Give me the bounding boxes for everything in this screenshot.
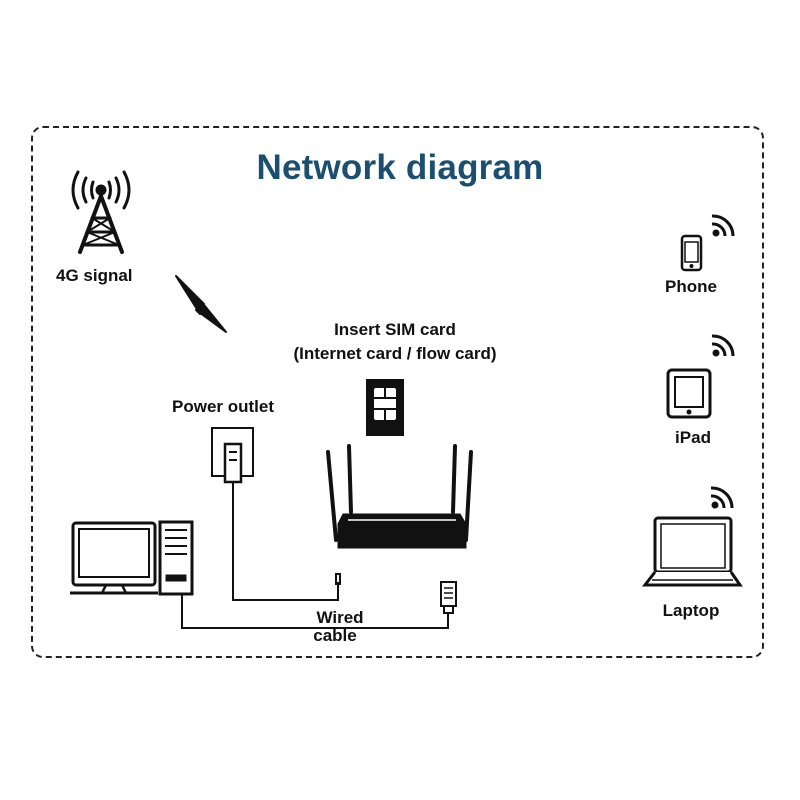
power-outlet-label: Power outlet	[172, 397, 275, 416]
wifi-icon	[711, 214, 735, 237]
laptop-label: Laptop	[662, 601, 720, 620]
sim-card-icon	[366, 379, 404, 436]
desktop-computer-icon	[70, 520, 449, 629]
power-outlet-icon	[211, 427, 341, 601]
wifi-icon	[711, 334, 735, 357]
signal-label: 4G signal	[56, 266, 133, 285]
wifi-icon	[710, 486, 734, 509]
diagram-frame	[31, 126, 764, 658]
sim-label-line2: (Internet card / flow card)	[293, 344, 497, 363]
cable-label-line2: cable	[313, 626, 357, 645]
router-icon	[326, 444, 473, 549]
lightning-icon	[175, 275, 227, 333]
diagram-title: Network diagram	[256, 148, 544, 187]
cell-tower-icon	[71, 170, 131, 254]
ethernet-plug-icon	[440, 581, 457, 614]
cable-label-line1: Wired	[316, 608, 364, 627]
laptop-icon	[641, 516, 743, 587]
phone-icon	[680, 234, 703, 272]
ipad-label: iPad	[675, 428, 711, 447]
tablet-icon	[666, 368, 712, 419]
sim-label-line1: Insert SIM card	[334, 320, 456, 339]
phone-label: Phone	[665, 277, 717, 296]
